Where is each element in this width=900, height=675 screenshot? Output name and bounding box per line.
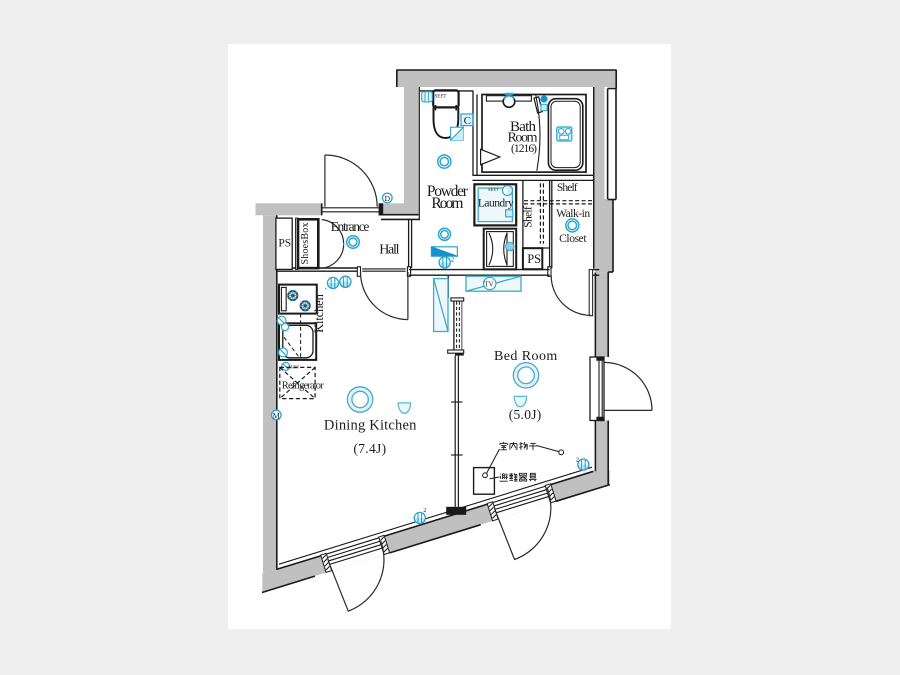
svg-text:Room: Room <box>431 195 463 212</box>
svg-text:SEET: SEET <box>435 95 447 100</box>
svg-text:Entrance: Entrance <box>331 219 370 234</box>
svg-text:PS: PS <box>527 252 541 266</box>
svg-text:Powder: Powder <box>427 183 469 200</box>
svg-text:Shelf: Shelf <box>523 206 535 228</box>
svg-text:(7.4J): (7.4J) <box>353 441 386 456</box>
svg-text:Closet: Closet <box>559 233 587 245</box>
svg-text:(5.0J): (5.0J) <box>509 407 542 422</box>
svg-text:(1216): (1216) <box>511 143 537 155</box>
svg-text:Shelf: Shelf <box>557 182 578 194</box>
svg-text:PS: PS <box>278 237 291 249</box>
svg-text:2: 2 <box>423 508 426 514</box>
svg-text:C: C <box>464 115 471 127</box>
svg-text:ShoesBox: ShoesBox <box>300 223 311 265</box>
svg-text:M: M <box>273 411 280 420</box>
svg-text:Kitchen: Kitchen <box>312 293 326 332</box>
svg-text:SEET: SEET <box>488 187 499 192</box>
svg-text:Hall: Hall <box>379 243 399 258</box>
svg-text:Walk-in: Walk-in <box>556 208 590 220</box>
svg-text:,: , <box>325 283 327 291</box>
svg-text:Refrigerator: Refrigerator <box>282 381 324 392</box>
svg-text:TV: TV <box>484 280 493 288</box>
svg-text:Room: Room <box>508 130 538 145</box>
svg-text:2: 2 <box>451 257 454 263</box>
svg-text:D: D <box>385 194 391 203</box>
svg-text:2: 2 <box>576 458 579 464</box>
svg-text:Laundry: Laundry <box>478 198 514 210</box>
svg-text:Dining Kitchen: Dining Kitchen <box>324 417 417 433</box>
svg-text:Bath: Bath <box>510 119 537 135</box>
svg-text:Bed Room: Bed Room <box>494 349 557 364</box>
